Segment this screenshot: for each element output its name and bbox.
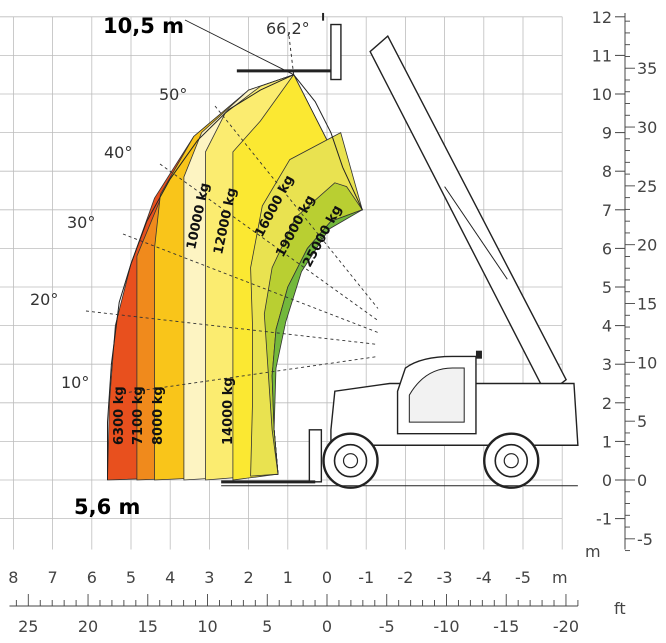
y-tick-label-ft: 35 bbox=[637, 59, 657, 78]
y-tick-label-ft: 15 bbox=[637, 295, 657, 314]
zone-25000-kg bbox=[271, 209, 363, 475]
zone-label: 6300 kg bbox=[112, 386, 127, 445]
zone-label: 14000 kg bbox=[221, 377, 236, 445]
load-zones bbox=[107, 73, 363, 481]
x-tick-label-m: 4 bbox=[165, 568, 175, 587]
x-tick-label-m: 0 bbox=[322, 568, 332, 587]
telehandler-drawing bbox=[221, 12, 579, 489]
x-tick-label-ft: 0 bbox=[322, 617, 332, 636]
max-reach-label: 5,6 m bbox=[74, 495, 140, 519]
y-tick-label-m: 2 bbox=[602, 394, 612, 413]
angle-line bbox=[85, 310, 379, 345]
wheel-hub bbox=[342, 453, 359, 469]
x-unit-ft: ft bbox=[614, 599, 626, 618]
max-height-leader bbox=[184, 19, 294, 76]
x-tick-label-m: -5 bbox=[515, 568, 531, 587]
x-tick-label-m: 6 bbox=[87, 568, 97, 587]
cab-window bbox=[408, 367, 465, 423]
x-tick-label-ft: -15 bbox=[493, 617, 519, 636]
angle-line bbox=[159, 163, 379, 321]
angle-label: 20° bbox=[30, 290, 58, 309]
y-tick-label-m: 0 bbox=[602, 471, 612, 490]
y-tick-label-m: 9 bbox=[602, 124, 612, 143]
x-tick-label-m: 3 bbox=[204, 568, 214, 587]
x-tick-label-m: -3 bbox=[437, 568, 453, 587]
y-tick-label-m: 10 bbox=[592, 85, 612, 104]
y-tick-label-m: 4 bbox=[602, 317, 612, 336]
x-tick-label-m: -4 bbox=[476, 568, 492, 587]
y-tick-label-ft: 5 bbox=[637, 412, 647, 431]
x-tick-label-ft: 5 bbox=[262, 617, 272, 636]
y-tick-label-m: 5 bbox=[602, 278, 612, 297]
zone-label: 8000 kg bbox=[151, 386, 166, 445]
wheel-hub bbox=[503, 453, 519, 469]
x-tick-label-m: -2 bbox=[397, 568, 413, 587]
boom bbox=[369, 34, 568, 397]
boom-cylinder bbox=[444, 186, 508, 280]
y-tick-label-ft: 30 bbox=[637, 118, 657, 137]
x-tick-label-m: 7 bbox=[48, 568, 58, 587]
y-tick-label-m: 6 bbox=[602, 239, 612, 258]
top-carriage bbox=[330, 23, 342, 81]
y-tick-label-m: 12 bbox=[592, 8, 612, 27]
low-carriage bbox=[308, 429, 323, 483]
x-tick-label-ft: -10 bbox=[433, 617, 459, 636]
beacon bbox=[475, 350, 482, 359]
x-tick-label-m: 8 bbox=[8, 568, 18, 587]
y-tick-label-ft: 20 bbox=[637, 236, 657, 255]
angle-label: 50° bbox=[159, 85, 187, 104]
angle-label: 40° bbox=[104, 143, 132, 162]
max-angle-leader bbox=[288, 35, 295, 75]
y-tick-label-m: 3 bbox=[602, 355, 612, 374]
y-tick-label-ft: 25 bbox=[637, 177, 657, 196]
envelope-outline bbox=[107, 74, 363, 480]
y-tick-label-ft: 10 bbox=[637, 353, 657, 372]
x-tick-label-ft: 25 bbox=[18, 617, 38, 636]
y-tick-label-m: -1 bbox=[596, 510, 612, 529]
x-tick-label-ft: 20 bbox=[78, 617, 98, 636]
angle-label: 10° bbox=[61, 373, 89, 392]
x-tick-label-m: -1 bbox=[358, 568, 374, 587]
x-tick-label-ft: 15 bbox=[138, 617, 158, 636]
angle-line bbox=[214, 105, 379, 309]
x-tick-label-m: 5 bbox=[126, 568, 136, 587]
y-tick-label-m: 1 bbox=[602, 432, 612, 451]
x-unit-m: m bbox=[552, 568, 568, 587]
angle-lines: 10° 20° 30° 40° 50° bbox=[30, 19, 379, 395]
y-tick-label-ft: -5 bbox=[637, 530, 653, 549]
angle-label: 30° bbox=[67, 213, 95, 232]
y-tick-label-m: 11 bbox=[592, 46, 612, 65]
angle-line bbox=[116, 356, 379, 395]
x-tick-label-m: 1 bbox=[283, 568, 293, 587]
y-tick-label-m: 8 bbox=[602, 162, 612, 181]
x-tick-label-ft: 10 bbox=[197, 617, 217, 636]
zone-label: 7100 kg bbox=[131, 386, 146, 445]
x-tick-label-ft: -20 bbox=[553, 617, 579, 636]
max-angle-label: 66,2° bbox=[266, 19, 310, 38]
max-height-label: 10,5 m bbox=[103, 14, 184, 38]
x-tick-label-m: 2 bbox=[244, 568, 254, 587]
x-tick-label-ft: -5 bbox=[379, 617, 395, 636]
y-unit-m: m bbox=[585, 542, 601, 561]
y-tick-label-ft: 0 bbox=[637, 471, 647, 490]
y-tick-label-m: 7 bbox=[602, 201, 612, 220]
